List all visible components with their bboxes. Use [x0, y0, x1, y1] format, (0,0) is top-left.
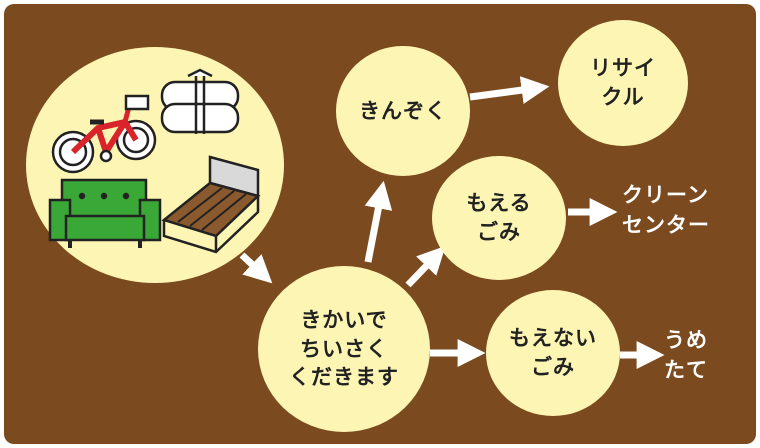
metal-circle: きんぞく — [336, 46, 470, 176]
arrow-shred-to-metal — [364, 180, 393, 263]
nonburnable-circle: もえない ごみ — [486, 290, 620, 416]
burnable-label: もえる ごみ — [466, 191, 532, 244]
recycle-label: リサイ クル — [590, 56, 656, 109]
sofa-icon — [48, 178, 162, 248]
recycle-circle: リサイ クル — [558, 20, 688, 146]
futon-icon — [160, 68, 240, 134]
arrow-metal-to-recycle — [469, 76, 550, 104]
nonburnable-label: もえない ごみ — [509, 326, 597, 379]
metal-label: きんぞく — [359, 98, 447, 123]
shred-label: きかいで ちいさく くだきます — [289, 307, 399, 390]
shred-circle: きかいで ちいさく くだきます — [258, 266, 430, 432]
clean-center-label: クリーン センター — [622, 183, 710, 238]
burnable-circle: もえる ごみ — [432, 156, 566, 280]
bed-icon — [161, 155, 261, 254]
arrow-items-to-shred — [239, 252, 273, 284]
bicycle-icon — [51, 94, 157, 174]
arrow-shred-to-burnable — [405, 245, 446, 288]
landfill-label: うめ たて — [664, 328, 708, 383]
